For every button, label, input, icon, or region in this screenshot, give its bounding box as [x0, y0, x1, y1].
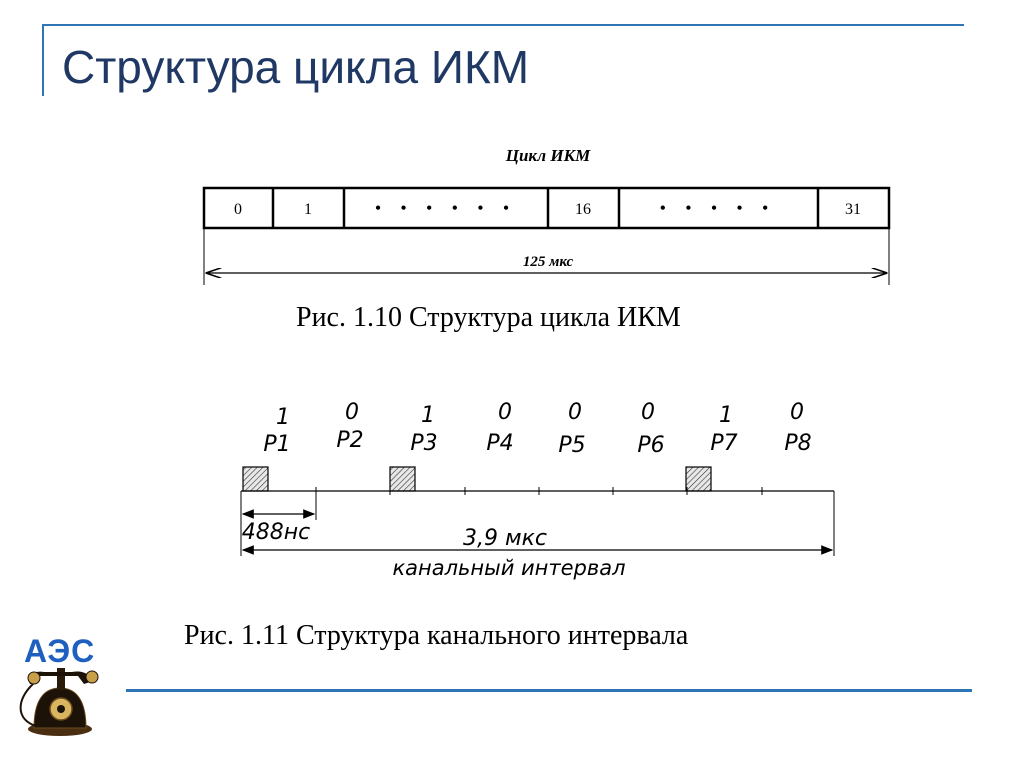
cell-ellipsis: • • • • • [660, 200, 776, 217]
bit-duration-label: 488нс [242, 520, 310, 545]
bit-value: 1 [421, 403, 435, 428]
bit-value: 0 [790, 400, 804, 425]
pulse-mark-p1 [242, 466, 269, 492]
bit-value: 0 [641, 400, 655, 425]
interval-label: канальный интервал [392, 556, 625, 580]
bit-value: 1 [276, 405, 290, 430]
bit-label: P1 [263, 432, 290, 457]
figure2-diagram: 1 P1 0 P2 1 P3 0 P4 0 P5 0 P6 1 P7 0 P8 [240, 400, 835, 580]
top-rule-vertical [42, 24, 44, 96]
bit-label: P5 [558, 433, 585, 458]
cell-ellipsis: • • • • • • [375, 200, 517, 217]
frame-duration-label: 125 мкс [523, 254, 574, 270]
slide-title: Структура цикла ИКМ [62, 41, 530, 93]
cell-label: 31 [845, 201, 861, 218]
top-rule-horizontal [42, 24, 964, 26]
bit-value: 0 [498, 400, 512, 425]
telephone-icon [19, 668, 99, 736]
bottom-rule [126, 689, 972, 692]
cell-label: 1 [304, 201, 312, 218]
bit-label: P7 [710, 431, 737, 456]
bit-label: P2 [336, 428, 363, 453]
figure1-caption: Рис. 1.10 Структура цикла ИКМ [296, 302, 681, 333]
bit-label: P6 [637, 433, 664, 458]
cell-label: 16 [575, 201, 591, 218]
pulse-mark-p3 [389, 466, 416, 492]
bit-label: P3 [410, 431, 437, 456]
logo-text: АЭС [24, 633, 96, 669]
figure1-diagram: Цикл ИКМ 0 1 • • • • • • 16 • • • • • 31… [202, 146, 891, 285]
frame-box [202, 186, 891, 230]
bit-label: P8 [784, 431, 811, 456]
figure2-caption: Рис. 1.11 Структура канального интервала [184, 620, 689, 651]
bit-label: P4 [486, 431, 513, 456]
bit-value: 0 [568, 400, 582, 425]
pulse-mark-p7 [685, 466, 712, 492]
bit-value: 1 [719, 403, 733, 428]
interval-duration-label: 3,9 мкс [463, 526, 547, 551]
bit-value: 0 [345, 400, 359, 425]
cell-label: 0 [234, 201, 242, 218]
figure1-heading: Цикл ИКМ [505, 146, 591, 165]
